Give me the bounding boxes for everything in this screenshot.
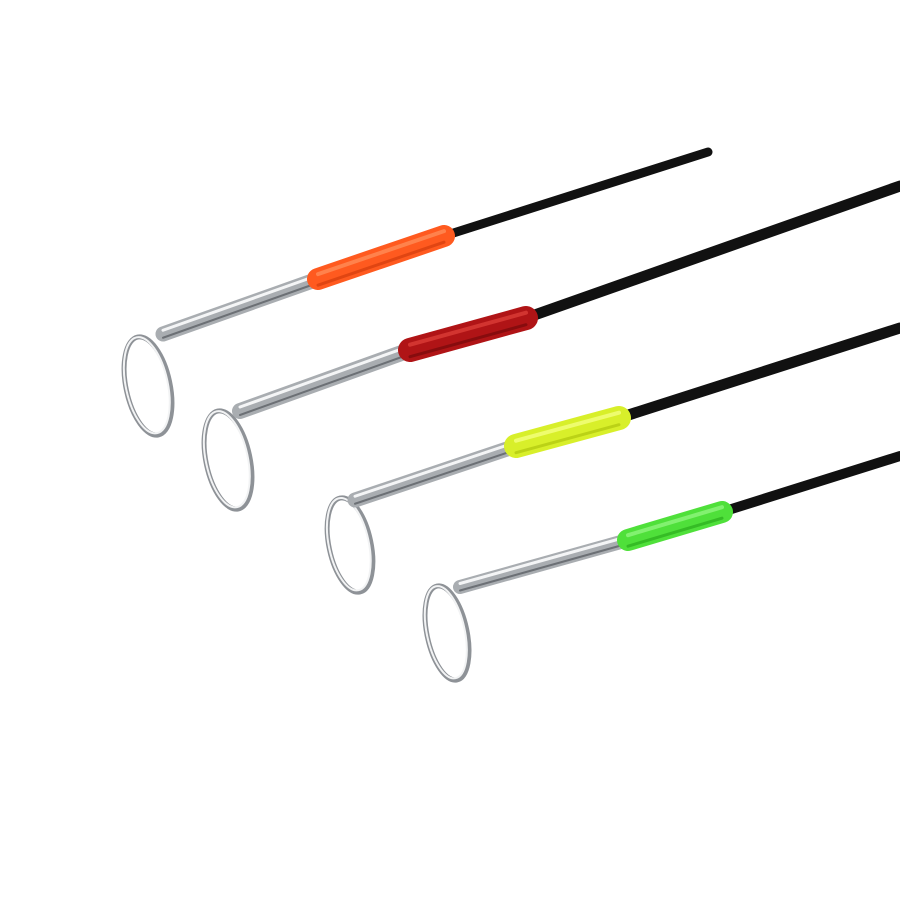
- thread-wrap-highlight-1: [316, 229, 446, 277]
- metal-tube-highlight-4: [458, 535, 630, 585]
- thread-wrap-2: [398, 306, 538, 362]
- rod-blank-4: [717, 451, 900, 517]
- thread-wrap-shadow-3: [514, 423, 621, 455]
- thread-wrap-shadow-4: [626, 516, 724, 548]
- metal-tube-shadow-3: [354, 448, 517, 505]
- guide-loop-highlight-2: [202, 410, 251, 509]
- rod-blank-2: [520, 180, 900, 324]
- metal-tube-highlight-1: [161, 273, 320, 332]
- guide-loop-highlight-3: [325, 497, 372, 592]
- rod-tip-2: [201, 180, 900, 512]
- thread-wrap-3: [504, 406, 631, 458]
- thread-wrap-1: [307, 225, 455, 290]
- metal-tube-highlight-3: [353, 440, 518, 498]
- rod-tip-1: [121, 147, 713, 438]
- rod-blank-1: [439, 147, 713, 241]
- thread-wrap-shadow-2: [408, 323, 528, 359]
- thread-wrap-highlight-2: [408, 310, 528, 347]
- metal-tube-shadow-2: [239, 353, 411, 416]
- metal-tube-4: [453, 533, 635, 594]
- metal-tube-shadow-1: [162, 281, 319, 339]
- thread-wrap-highlight-4: [626, 505, 724, 538]
- guide-loop-highlight-4: [423, 585, 468, 680]
- guide-loop-highlight-1: [122, 336, 171, 435]
- rod-tip-3: [324, 322, 900, 595]
- metal-tube-shadow-4: [459, 542, 629, 592]
- metal-tube-1: [155, 271, 326, 342]
- metal-tube-3: [347, 438, 524, 508]
- thread-wrap-shadow-1: [316, 240, 446, 287]
- metal-tube-2: [232, 342, 418, 419]
- thread-wrap-4: [617, 501, 733, 551]
- metal-tube-highlight-2: [238, 344, 412, 409]
- rod-tip-4: [422, 451, 900, 683]
- thread-wrap-highlight-3: [514, 410, 621, 443]
- rod-blank-3: [613, 322, 900, 424]
